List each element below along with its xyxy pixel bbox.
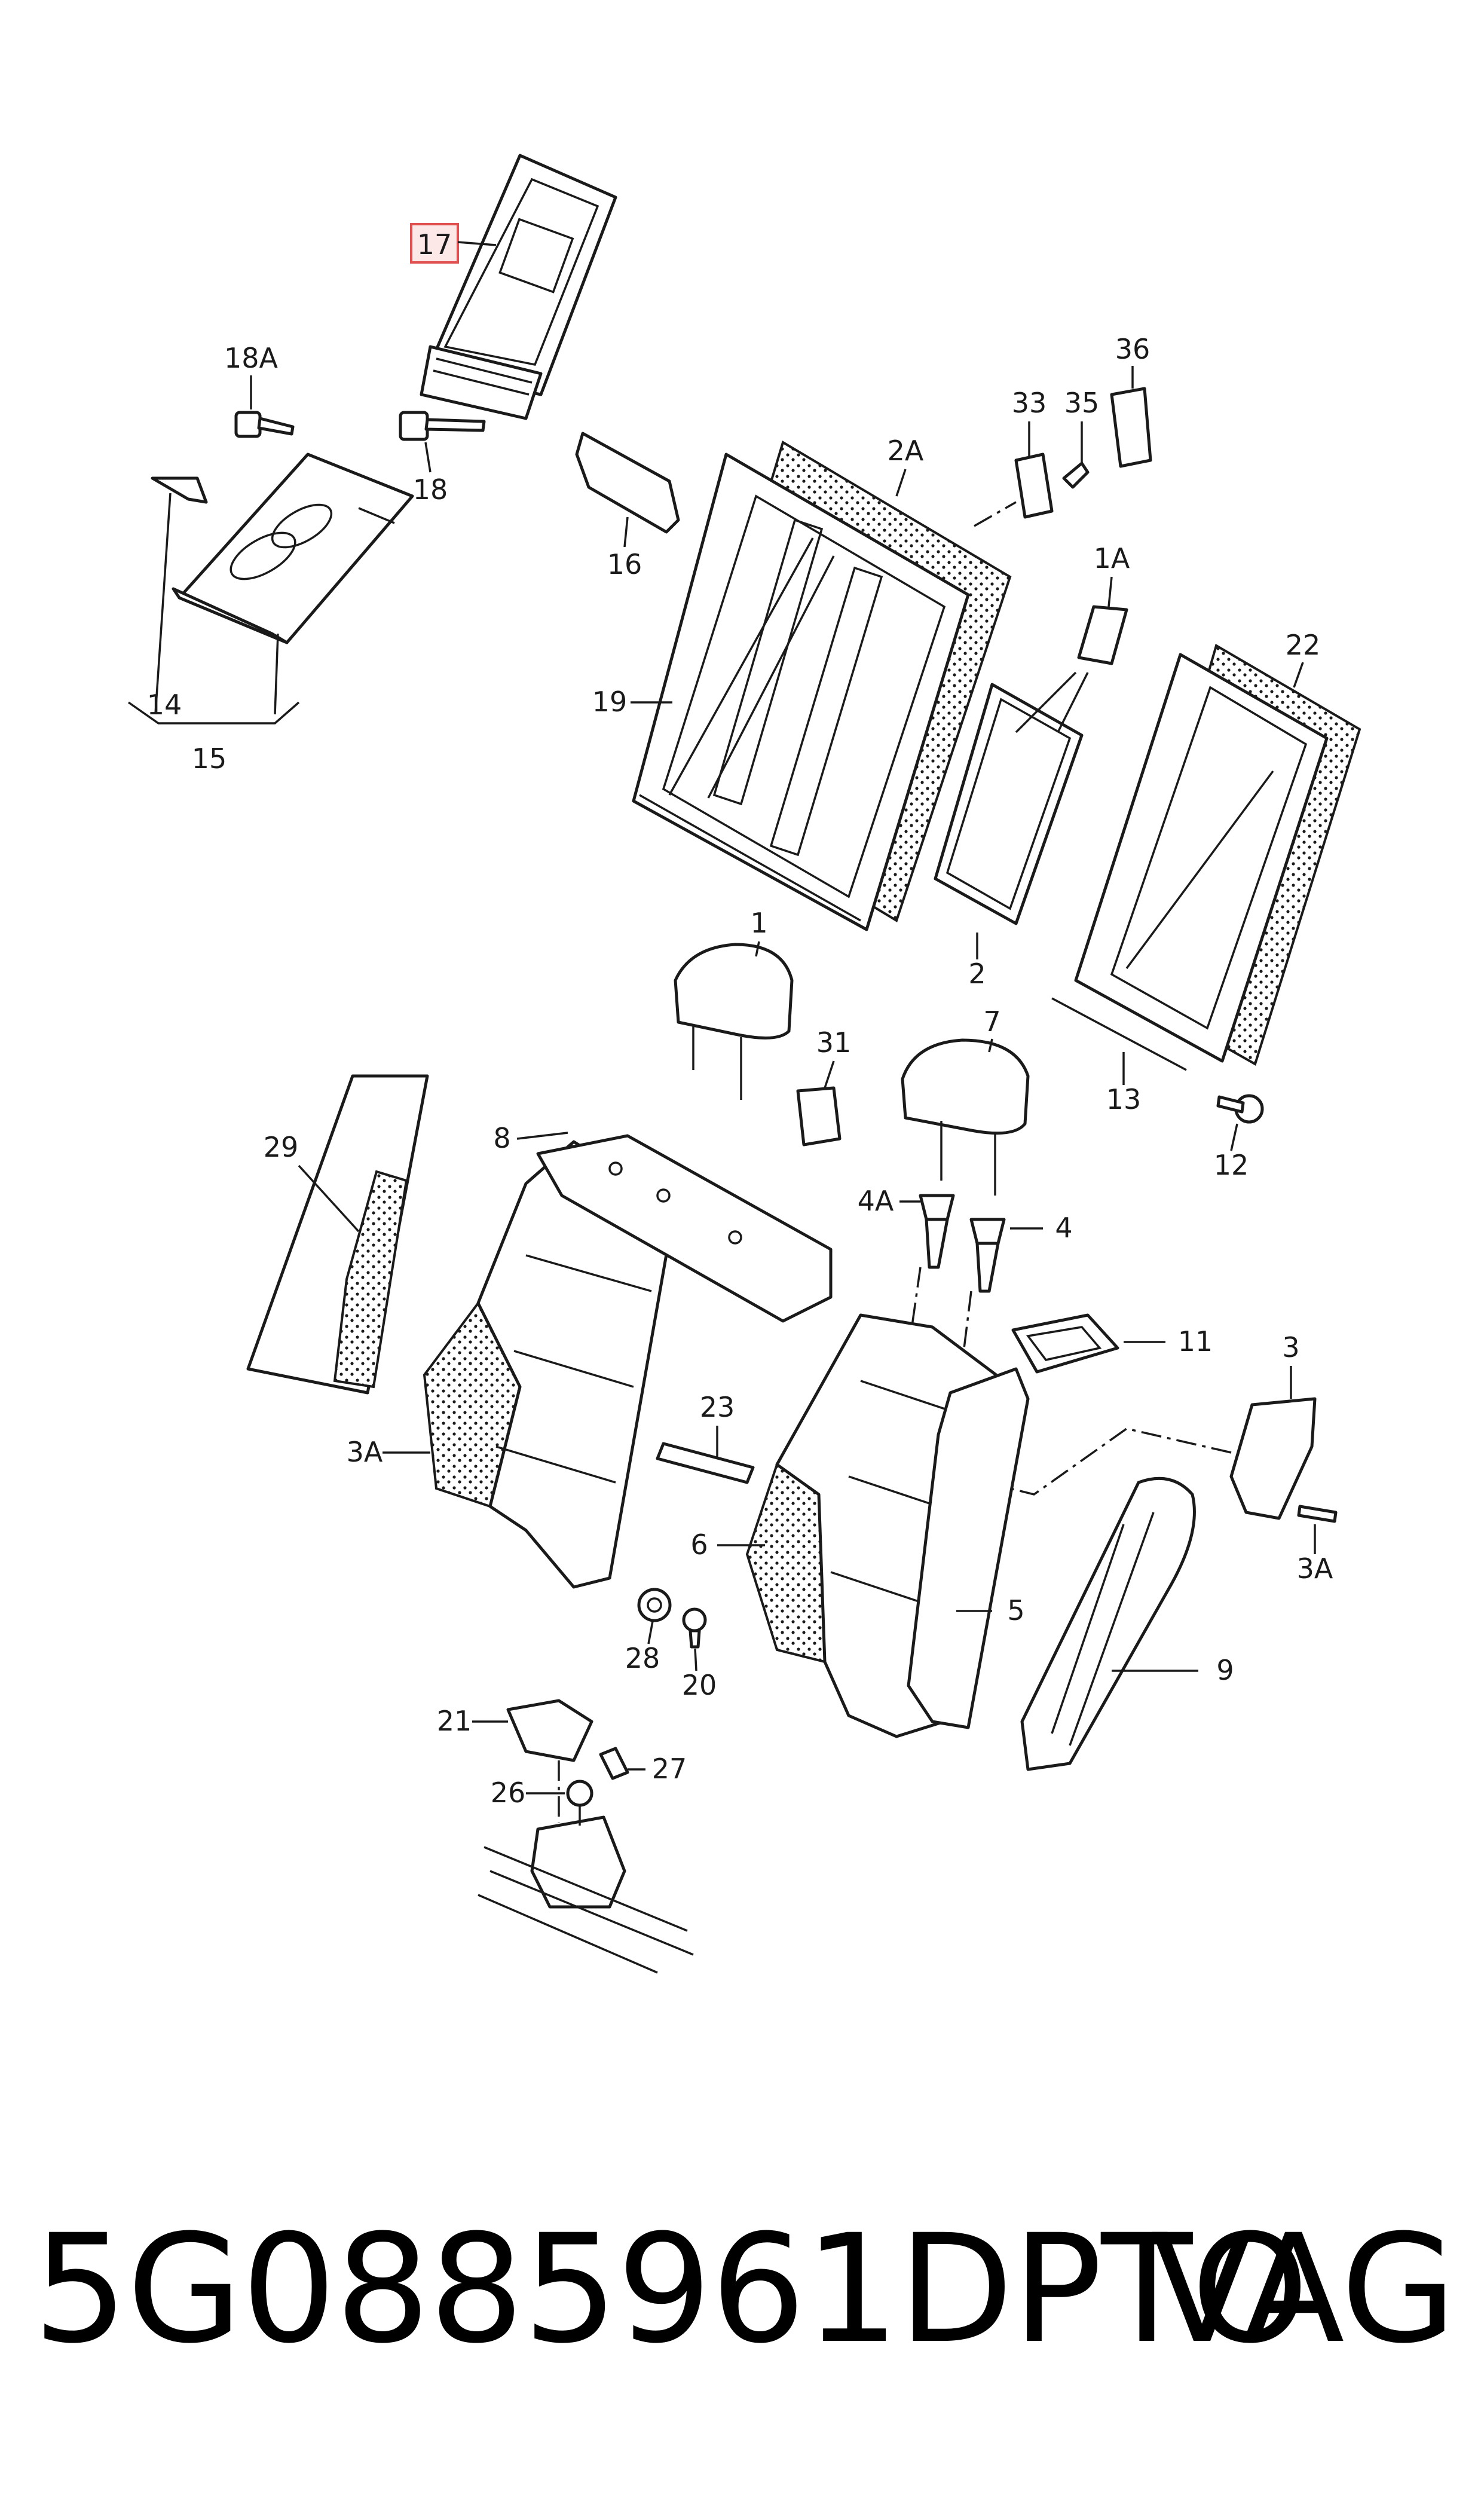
callout-21: 20	[682, 1669, 717, 1701]
part-18-screw	[399, 411, 486, 441]
part-6-backrest-cover	[423, 1134, 833, 1589]
footer: 5G0885961DPTO VAG	[33, 2200, 1457, 2379]
callout-8: 8	[493, 1122, 510, 1154]
callout-18A: 18A	[224, 342, 279, 374]
part-7-bolt	[1216, 1094, 1264, 1124]
brand-label: VAG	[1151, 2202, 1457, 2376]
callout-5: 6	[690, 1528, 708, 1561]
callout-6: 3A	[347, 1436, 383, 1468]
part-33-bracket	[1014, 453, 1054, 519]
part-29-side-bolster	[246, 1074, 429, 1395]
part-2-backrest-frame	[632, 453, 970, 931]
part-28-side-panel	[1020, 1476, 1196, 1771]
callout-26: 27	[652, 1753, 687, 1785]
callout-23: 23	[700, 1391, 735, 1423]
callout-14: 14	[147, 689, 182, 721]
callout-2: 19	[592, 686, 628, 718]
part-13-head-restraint	[674, 943, 794, 1100]
part-31-button	[796, 1086, 842, 1147]
callout-35: 35	[1064, 387, 1100, 419]
part-15-armrest	[172, 453, 414, 644]
part-19-label	[1077, 605, 1128, 665]
part-1-backrest-frame	[1051, 653, 1329, 1071]
callout-15: 15	[192, 742, 227, 775]
callout-31: 31	[816, 1026, 852, 1059]
callout-12: 7	[983, 1005, 1000, 1038]
callout-29: 29	[264, 1131, 299, 1163]
callout-16: 16	[607, 548, 642, 580]
callout-13: 1	[750, 907, 767, 939]
hinge-bracket	[478, 1815, 694, 1974]
part-9-side-trim	[907, 1367, 1030, 1729]
part-21-pin	[682, 1607, 707, 1649]
callout-18: 18	[413, 473, 448, 506]
callout-19: 1A	[1094, 542, 1130, 574]
part-20-grommet	[637, 1588, 672, 1622]
callout-1: 13	[1106, 1083, 1142, 1115]
callout-22: 2	[968, 958, 986, 990]
part-12-head-restraint	[901, 1038, 1030, 1196]
part-26-screw	[599, 1747, 629, 1780]
part-25-nut	[566, 1780, 593, 1807]
callout-17-label: 17	[417, 228, 452, 261]
callout-9: 5	[1007, 1594, 1024, 1627]
part-17-armrest-frame	[420, 154, 617, 420]
exploded-parts-diagram: 17 18A 18 16 14 15 33 35	[127, 154, 1361, 1974]
part-22-pad	[934, 683, 1084, 925]
callout-20: 28	[625, 1642, 660, 1674]
callout-28: 9	[1216, 1654, 1234, 1686]
part-35-screw	[1062, 461, 1090, 489]
callout-4: 4	[1055, 1212, 1072, 1244]
part-23-strip	[656, 1442, 755, 1484]
callout-7: 12	[1214, 1149, 1249, 1181]
part-number: 5G0885961DPTO	[33, 2202, 1309, 2376]
callout-11: 11	[1178, 1325, 1213, 1358]
part-16-pad	[575, 432, 680, 534]
callout-25: 26	[491, 1777, 526, 1809]
part-3A-screw	[1297, 1505, 1338, 1523]
callout-3A: 3A	[1297, 1552, 1333, 1585]
callout-1A: 22	[1286, 629, 1321, 661]
part-27-cover	[506, 1699, 593, 1762]
part-14-clip	[151, 476, 208, 504]
callout-3: 3	[1282, 1331, 1299, 1364]
part-3-latch	[1229, 1397, 1317, 1520]
callout-4A: 4A	[858, 1185, 894, 1217]
callout-27: 21	[437, 1705, 472, 1737]
part-4-guide-sleeve	[969, 1218, 1006, 1293]
callout-36: 36	[1115, 333, 1151, 365]
part-11-trim	[1011, 1313, 1119, 1374]
callout-17: 17	[410, 223, 497, 264]
callout-33: 33	[1012, 387, 1047, 419]
part-36-cap	[1110, 387, 1152, 468]
part-18A-screw	[234, 411, 295, 438]
part-4A-guide-sleeve	[919, 1194, 955, 1269]
callout-2A: 2A	[888, 435, 924, 467]
